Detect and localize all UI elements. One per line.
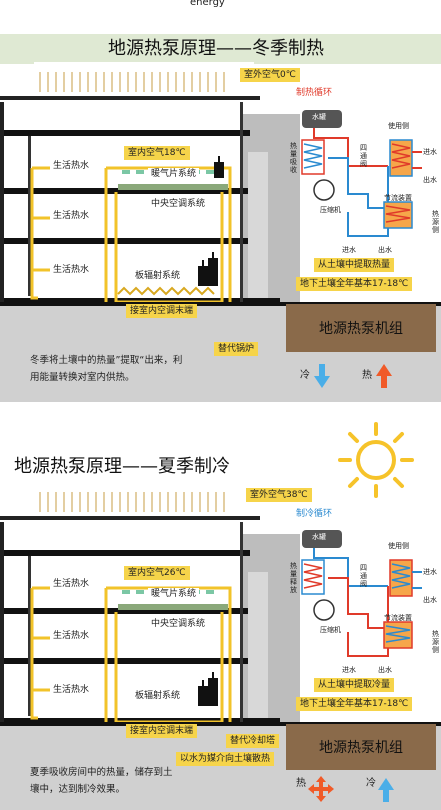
top-title: energy bbox=[190, 0, 225, 8]
summer-hot-label: 热 bbox=[296, 778, 306, 789]
winter-central-ac: 中央空调系统 bbox=[148, 198, 209, 210]
winter-compressor: 压缩机 bbox=[320, 206, 341, 214]
winter-four-way: 四通阀 bbox=[360, 144, 367, 168]
winter-panel: 地源热泵原理——冬季制热 bbox=[0, 14, 441, 402]
winter-outdoor-air: 室外空气0℃ bbox=[240, 68, 300, 82]
summer-water-tank: 水罐 bbox=[312, 533, 326, 541]
winter-extract: 从土壤中提取热量 bbox=[314, 258, 395, 272]
winter-title: 地源热泵原理——冬季制热 bbox=[108, 38, 324, 59]
winter-hot-water-2: 生活热水 bbox=[50, 210, 93, 222]
summer-indoor-air: 室内空气26℃ bbox=[124, 566, 190, 580]
winter-hot-water-1: 生活热水 bbox=[50, 160, 93, 172]
summer-title: 地源热泵原理——夏季制冷 bbox=[14, 456, 230, 477]
winter-hot-water-3: 生活热水 bbox=[50, 264, 93, 276]
summer-water-in-2: 进水 bbox=[423, 568, 437, 576]
summer-soil-temp: 地下土壤全年基本17-18℃ bbox=[296, 697, 413, 711]
summer-backup: 替代冷却塔 bbox=[226, 734, 280, 748]
winter-throttle: 节流装置 bbox=[384, 194, 412, 202]
winter-radiator: 暖气片系统 bbox=[148, 168, 200, 180]
top-band: energy bbox=[0, 0, 441, 14]
winter-floor-heating: 板辐射系统 bbox=[132, 270, 184, 282]
summer-four-way: 四通阀 bbox=[360, 564, 367, 588]
winter-cold-arrow-icon bbox=[314, 364, 330, 388]
winter-hot-arrow-icon bbox=[376, 364, 392, 388]
winter-hot-label: 热 bbox=[362, 370, 372, 381]
summer-cold-label: 冷 bbox=[366, 778, 376, 789]
summer-terminal: 接室内空调末端 bbox=[126, 724, 198, 738]
winter-cold-label: 冷 bbox=[300, 370, 310, 381]
sun-icon bbox=[338, 422, 414, 498]
summer-heat-release: 热量释放 bbox=[290, 562, 297, 594]
summer-outdoor-air: 室外空气38℃ bbox=[246, 488, 312, 502]
summer-hot-cross-arrow-icon bbox=[308, 776, 334, 802]
winter-water-out-2: 出水 bbox=[423, 176, 437, 184]
winter-caption: 冬季将土壤中的热量”提取“出来，利用能量转换对室内供热。 bbox=[30, 355, 183, 383]
summer-use-side: 使用侧 bbox=[388, 542, 409, 550]
summer-compressor: 压缩机 bbox=[320, 626, 341, 634]
summer-heat-source: 热源侧 bbox=[432, 630, 439, 654]
summer-heat-pump-schematic bbox=[301, 530, 422, 657]
winter-use-side: 使用侧 bbox=[388, 122, 409, 130]
winter-water-out-1: 出水 bbox=[378, 246, 392, 254]
summer-heat-pump-unit: 地源热泵机组 bbox=[286, 724, 436, 770]
summer-hot-water-3: 生活热水 bbox=[50, 684, 93, 696]
summer-floor-heating: 板辐射系统 bbox=[132, 690, 184, 702]
winter-unit-label: 地源热泵机组 bbox=[319, 321, 403, 337]
winter-water-in-1: 进水 bbox=[342, 246, 356, 254]
winter-heat-pump-schematic bbox=[301, 110, 422, 237]
summer-hot-water-1: 生活热水 bbox=[50, 578, 93, 590]
winter-water-in-2: 进水 bbox=[423, 148, 437, 156]
summer-hot-water-2: 生活热水 bbox=[50, 630, 93, 642]
summer-panel: 地源热泵原理——夏季制冷 bbox=[0, 402, 441, 810]
summer-water-in-1: 进水 bbox=[342, 666, 356, 674]
winter-heat-pump-unit: 地源热泵机组 bbox=[286, 304, 436, 352]
winter-title-bar bbox=[0, 34, 441, 64]
winter-backup: 替代锅炉 bbox=[214, 342, 259, 356]
summer-central-ac: 中央空调系统 bbox=[148, 618, 209, 630]
summer-building-drawing bbox=[0, 482, 441, 810]
summer-water-out-1: 出水 bbox=[378, 666, 392, 674]
summer-medium: 以水为媒介向土壤散热 bbox=[176, 752, 275, 766]
winter-terminal: 接室内空调末端 bbox=[126, 304, 198, 318]
winter-water-tank: 水罐 bbox=[312, 113, 326, 121]
winter-heat-source: 热源侧 bbox=[432, 210, 439, 234]
winter-indoor-air: 室内空气18℃ bbox=[124, 146, 190, 160]
summer-caption: 夏季吸收房间中的热量，储存到土壤中，达到制冷效果。 bbox=[30, 767, 173, 795]
summer-unit-label: 地源热泵机组 bbox=[319, 740, 403, 756]
winter-heat-absorb: 热量吸收 bbox=[290, 142, 297, 174]
summer-throttle: 节流装置 bbox=[384, 614, 412, 622]
winter-soil-temp: 地下土壤全年基本17-18℃ bbox=[296, 277, 413, 291]
summer-cycle-label: 制冷循环 bbox=[296, 509, 333, 519]
summer-extract: 从土壤中提取冷量 bbox=[314, 678, 395, 692]
summer-radiator: 暖气片系统 bbox=[148, 588, 200, 600]
summer-water-out-2: 出水 bbox=[423, 596, 437, 604]
summer-cold-arrow-icon bbox=[378, 778, 394, 802]
winter-cycle-label: 制热循环 bbox=[296, 88, 333, 98]
